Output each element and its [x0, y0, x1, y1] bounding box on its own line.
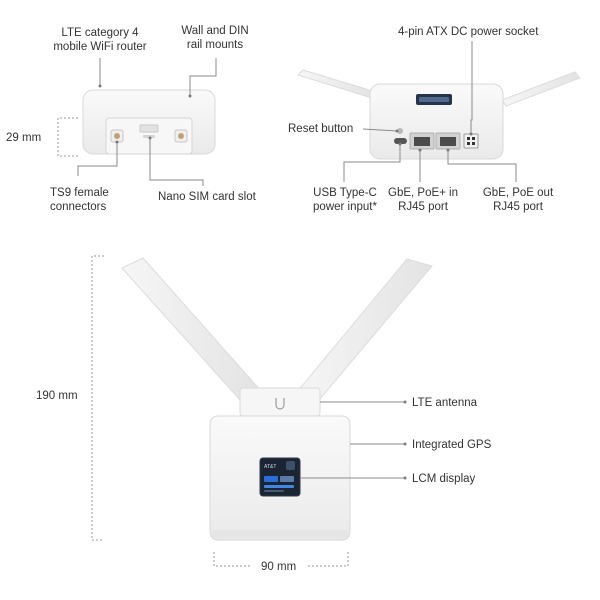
label-gps: Integrated GPS	[412, 439, 492, 451]
reset-button	[397, 128, 403, 134]
label-height-small: 29 mm	[6, 132, 42, 144]
label-gbe-out: GbE, PoE out RJ45 port	[482, 187, 554, 213]
label-mounts: Wall and DIN rail mounts	[181, 25, 249, 51]
router-rear-view	[297, 69, 581, 160]
router-bottom-view	[82, 89, 216, 155]
rj45-port-in	[409, 132, 435, 150]
label-width: 90 mm	[261, 561, 297, 573]
ts9-connector-left	[110, 129, 124, 143]
ts9-connector-right	[174, 129, 188, 143]
leader-lines	[57, 41, 517, 567]
screen-carrier: AT&T	[264, 464, 276, 470]
lcm-display: AT&T	[259, 457, 301, 497]
router-front-view: AT&T	[121, 257, 433, 541]
label-usb-c: USB Type-C power input*	[313, 187, 377, 213]
label-lte-antenna: LTE antenna	[412, 397, 478, 409]
label-ts9: TS9 female connectors	[50, 187, 109, 213]
rj45-port-out	[435, 132, 461, 150]
antenna-left	[121, 257, 263, 401]
antenna-right	[296, 258, 433, 401]
label-lcm-display: LCM display	[412, 473, 476, 485]
dc-power-socket	[463, 133, 479, 149]
label-reset-button: Reset button	[288, 123, 354, 135]
label-height-total: 190 mm	[36, 390, 78, 402]
antenna-hub	[239, 387, 321, 417]
nano-sim-slot	[139, 124, 159, 138]
label-lte-router: LTE category 4 mobile WiFi router	[53, 27, 147, 53]
usb-c-port	[394, 138, 407, 144]
label-gbe-in: GbE, PoE+ in RJ45 port	[388, 187, 458, 213]
label-nano-sim: Nano SIM card slot	[158, 191, 256, 203]
label-power-socket: 4-pin ATX DC power socket	[398, 26, 539, 38]
